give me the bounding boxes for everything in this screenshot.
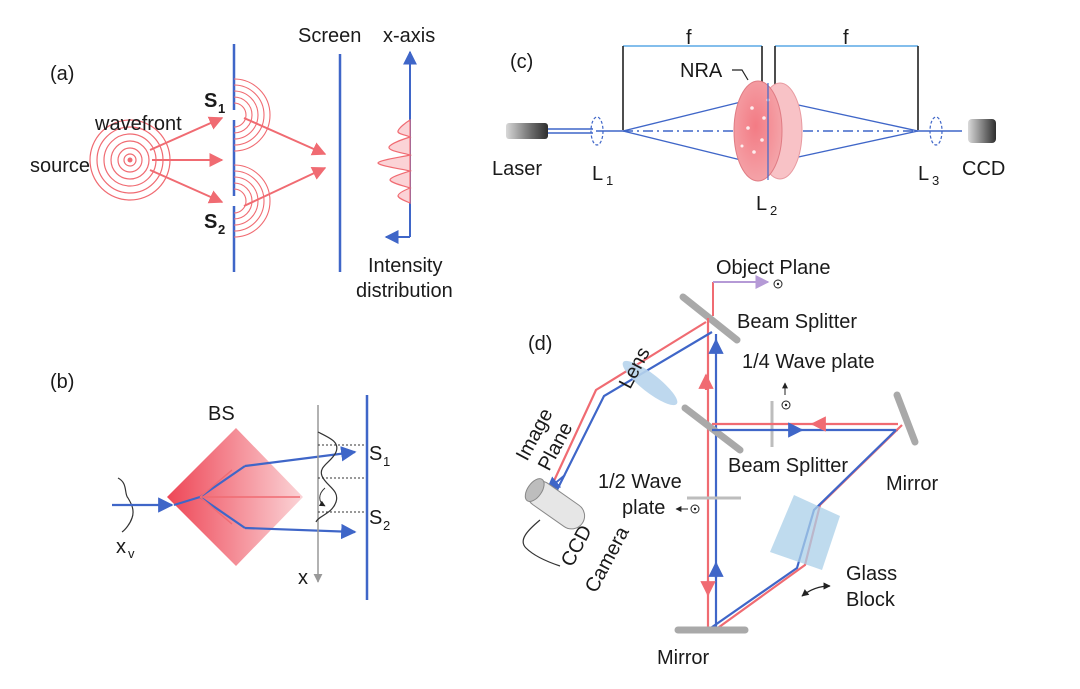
laser-label: Laser <box>492 158 542 180</box>
panel-d-horizontal-beams <box>712 416 898 438</box>
panel-b-beams <box>112 446 357 540</box>
wavefront-squiggle <box>315 431 338 523</box>
slit-wavefront-arcs <box>233 78 271 238</box>
panel-b-tag: (b) <box>50 371 74 393</box>
panel-c-tag: (c) <box>510 51 533 73</box>
wavefront-label: wavefront <box>94 113 182 135</box>
l3-subscript: 3 <box>932 173 939 188</box>
l2-label: L <box>756 193 767 215</box>
l1-label: L <box>592 163 603 185</box>
source-rays <box>149 116 224 204</box>
panel-a: (a) source wavefront <box>30 25 453 302</box>
glass-block <box>770 495 840 570</box>
lens-l1 <box>590 116 604 146</box>
nra-label: NRA <box>680 60 723 82</box>
panel-b-s1-label: S <box>369 443 382 465</box>
glass-label-line2: Block <box>846 589 896 611</box>
ccd-device <box>968 119 996 143</box>
beam-splitter-top <box>679 293 741 344</box>
ccd-camera-label-line1: CCD <box>557 522 597 571</box>
object-plane-pol-dot <box>773 279 783 289</box>
rotation-arrow <box>318 487 326 507</box>
quarter-wave-pol-center <box>784 403 788 407</box>
bs-internal-upper <box>199 469 233 498</box>
ccd-label: CCD <box>962 158 1005 180</box>
quarter-wave-pol-dot <box>781 400 791 410</box>
slit-s2-label: S <box>204 211 217 233</box>
half-wave-label-line2: plate <box>622 497 665 519</box>
panel-d: (d) Object Plane Beam Splitter 1/4 Wave … <box>512 257 939 669</box>
object-plane-label: Object Plane <box>716 257 831 279</box>
slit-s1-label: S <box>204 90 217 112</box>
bs-label: BS <box>208 403 235 425</box>
panel-b-s1-subscript: 1 <box>383 454 390 469</box>
panel-c: (c) f f Laser L 1 <box>492 27 1005 218</box>
glass-label-line1: Glass <box>846 563 897 585</box>
beam-splitter-mid-label: Beam Splitter <box>728 455 848 477</box>
panel-b-s2-label: S <box>369 507 382 529</box>
screen-label: Screen <box>298 25 361 47</box>
xv-label: x <box>116 536 126 558</box>
lens-l3 <box>929 116 943 146</box>
intensity-fringe-pattern <box>377 118 413 204</box>
source-label: source <box>30 155 90 177</box>
mirror-bottom-label: Mirror <box>657 647 710 669</box>
slit-s1-subscript: 1 <box>218 101 225 116</box>
panel-d-tag: (d) <box>528 333 552 355</box>
intensity-label-line1: Intensity <box>368 255 442 277</box>
panel-b-s2-subscript: 2 <box>383 518 390 533</box>
source-point <box>127 157 133 163</box>
slit-rays <box>243 117 327 207</box>
focal-length-right: f <box>843 27 849 49</box>
ccd-cable <box>522 519 561 567</box>
bs-internal-lower <box>199 496 233 525</box>
mirror-right-label: Mirror <box>886 473 939 495</box>
object-plane-pol-center <box>776 282 780 286</box>
x-label: x <box>298 567 308 589</box>
ccd-camera <box>524 478 586 530</box>
panel-d-vertical-beams <box>698 318 724 630</box>
panel-a-tag: (a) <box>50 63 74 85</box>
mirror-right <box>893 391 919 446</box>
xv-subscript: v <box>128 546 135 561</box>
slit-s2-subscript: 2 <box>218 222 225 237</box>
half-wave-pol-center <box>693 507 697 511</box>
dashed-guides <box>318 444 367 513</box>
beam-splitter-top-label: Beam Splitter <box>737 311 857 333</box>
laser-device <box>506 123 548 139</box>
half-wave-pol-dot <box>690 504 700 514</box>
l1-subscript: 1 <box>606 173 613 188</box>
focal-length-left: f <box>686 27 692 49</box>
nra-dots <box>740 98 770 154</box>
nra-front-disc <box>733 80 783 182</box>
l2-subscript: 2 <box>770 203 777 218</box>
quarter-wave-label: 1/4 Wave plate <box>742 351 875 373</box>
intensity-label-line2: distribution <box>356 280 453 302</box>
x-axis-label: x-axis <box>383 25 435 47</box>
imaging-lens <box>622 360 678 406</box>
panel-b: (b) BS x v x S <box>50 371 390 600</box>
l3-label: L <box>918 163 929 185</box>
nra-pointer <box>732 69 749 81</box>
input-wave-squiggle <box>117 477 134 533</box>
panel-d-imaging-beams <box>546 321 713 501</box>
glass-block-rotation-arrow <box>801 582 831 597</box>
half-wave-label-line1: 1/2 Wave <box>598 471 682 493</box>
